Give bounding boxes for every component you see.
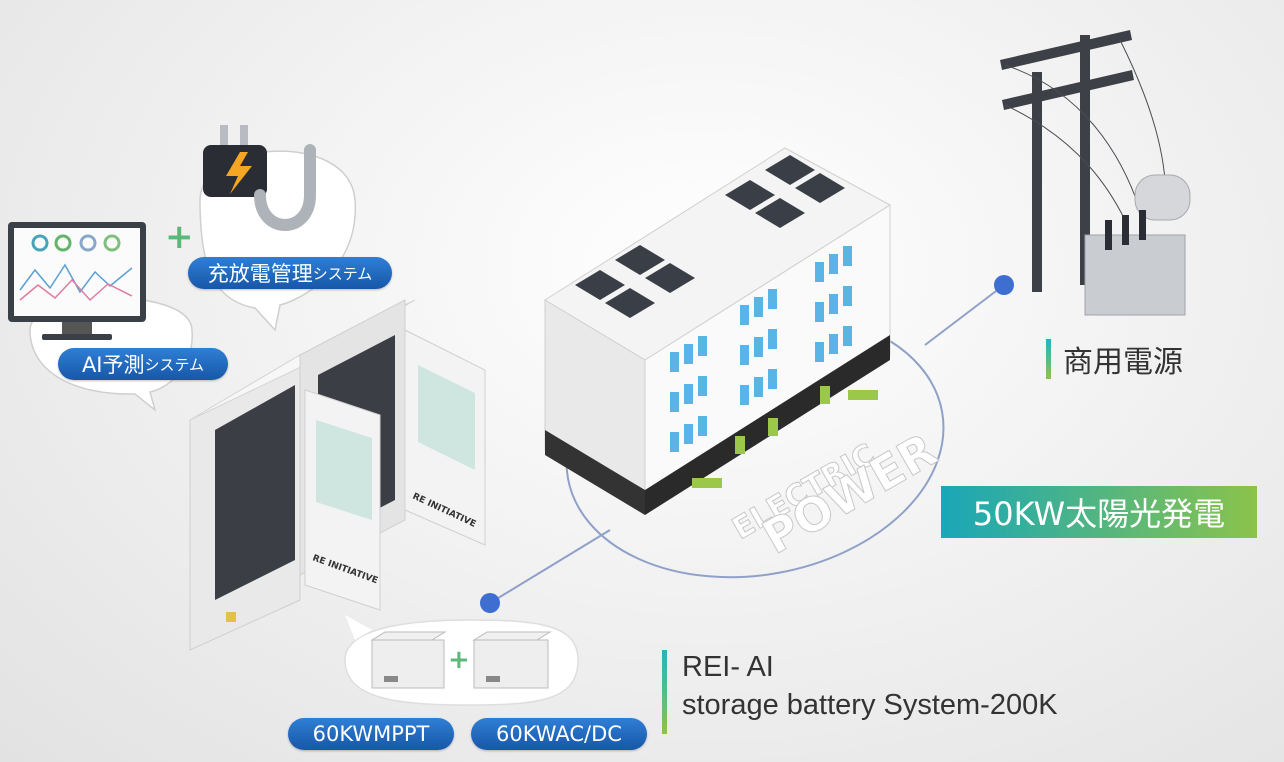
power-pole-icon bbox=[1000, 30, 1167, 292]
inverter-icon bbox=[370, 631, 552, 689]
plug-icon bbox=[203, 125, 316, 231]
monitor-icon bbox=[8, 222, 146, 340]
plus-icon: + bbox=[165, 217, 194, 257]
connector-dot-grid bbox=[994, 275, 1014, 295]
plus-icon-inverter: + bbox=[448, 645, 470, 675]
acdc-label: 60KWAC/DC bbox=[471, 718, 647, 750]
connector-dot-cabinet bbox=[480, 593, 500, 613]
building-icon bbox=[544, 147, 891, 515]
solar-panel-icon bbox=[575, 155, 845, 318]
ai-prediction-label: AI予測システム bbox=[58, 348, 228, 380]
charge-management-main: 充放電管理 bbox=[207, 262, 313, 286]
system-accent-bar bbox=[662, 650, 667, 734]
grid-power-text: 商用電源 bbox=[1063, 345, 1183, 380]
charge-management-suffix: システム bbox=[312, 264, 373, 283]
grid-power-label: 商用電源 bbox=[1046, 338, 1183, 380]
solar-power-badge: 50KW太陽光発電 bbox=[941, 486, 1257, 538]
system-name-line1: REI- AI bbox=[682, 651, 774, 683]
system-caption: REI- AI storage battery System-200K bbox=[662, 648, 1058, 734]
charge-management-label: 充放電管理システム bbox=[188, 257, 392, 289]
mppt-label: 60KWMPPT bbox=[288, 718, 454, 750]
cabinet-icon bbox=[189, 299, 486, 651]
ai-prediction-main: AI予測 bbox=[81, 353, 145, 377]
system-name-line2: storage battery System-200K bbox=[682, 689, 1058, 721]
ai-prediction-suffix: システム bbox=[144, 355, 205, 374]
lightning-icon bbox=[226, 152, 252, 194]
grid-accent-bar bbox=[1046, 339, 1051, 379]
transformer-icon bbox=[1084, 174, 1191, 316]
